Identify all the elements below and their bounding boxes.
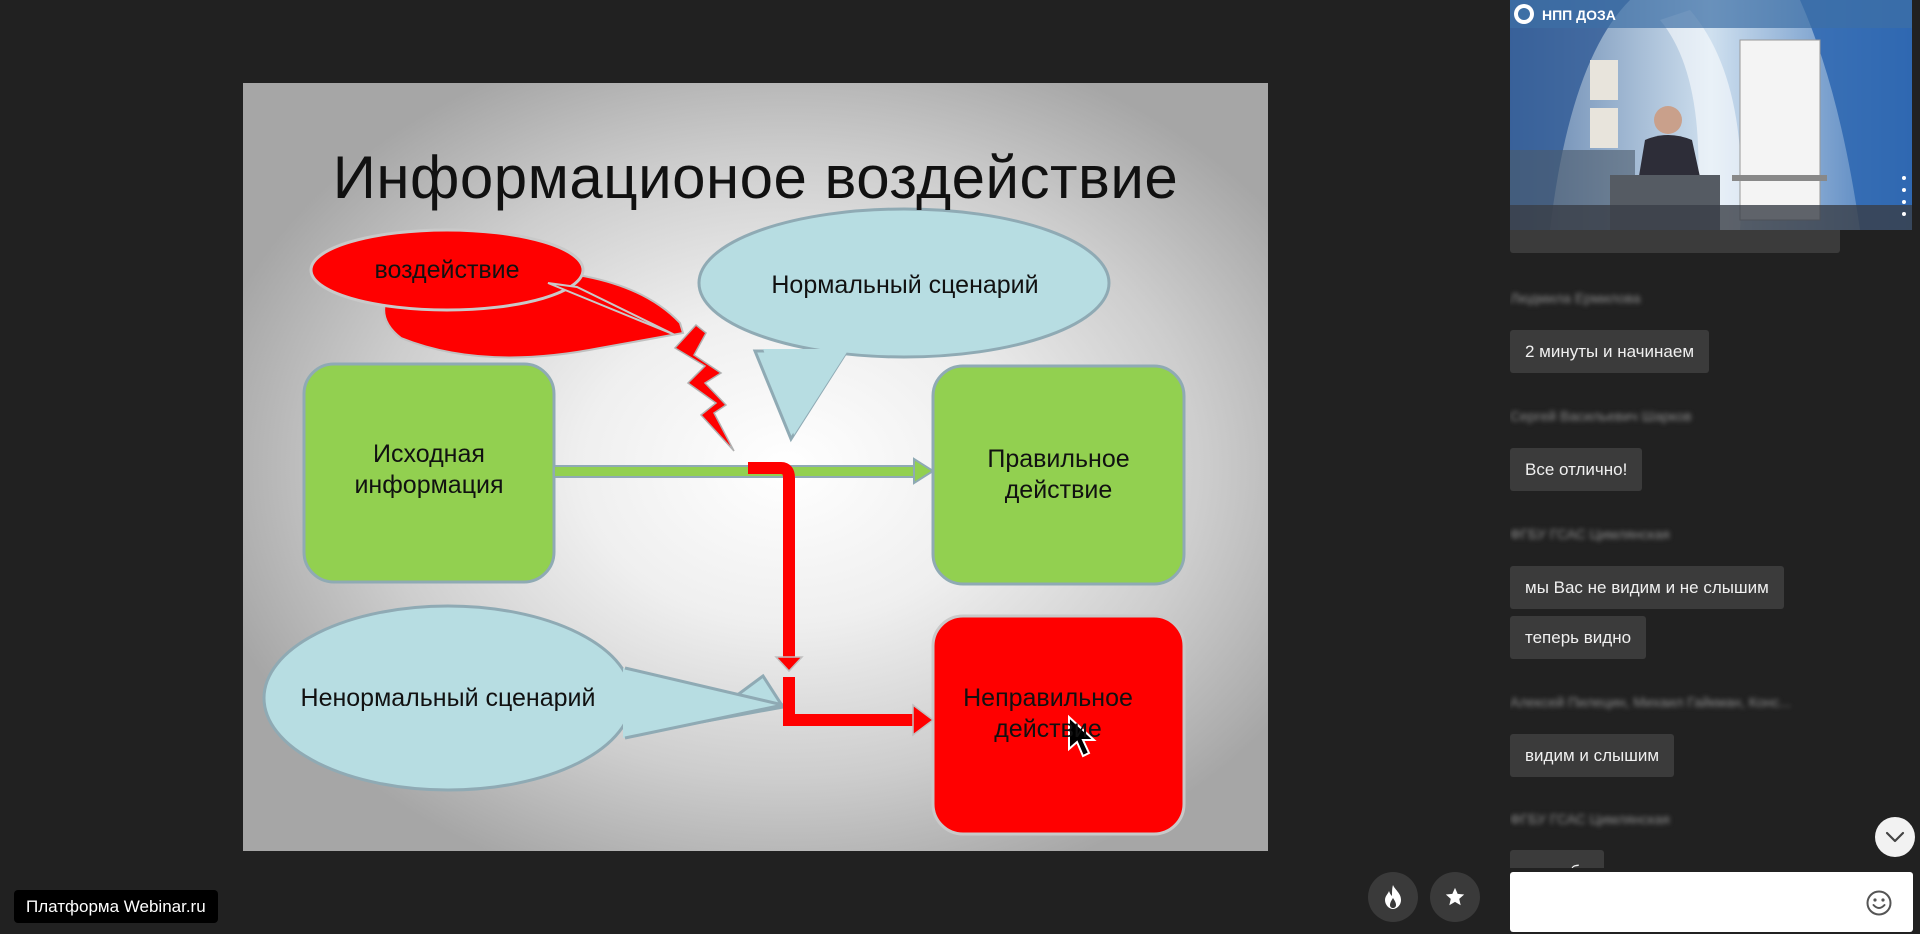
fire-reaction-button[interactable] (1368, 872, 1418, 922)
chat-message: теперь видно (1510, 616, 1647, 659)
star-icon (1445, 887, 1465, 906)
chat-message-list[interactable]: Людмила Ермилова 2 минуты и начинаем Сер… (1510, 0, 1920, 868)
chat-message: Все отлично! (1510, 448, 1643, 491)
label-wrong-action-line1: Неправильное (963, 684, 1133, 712)
video-banner: НПП ДОЗА (1542, 7, 1616, 23)
normal-scenario-tail-fill (763, 349, 849, 435)
chat-author: Людмила Ермилова (1510, 290, 1641, 306)
chat-panel: Людмила Ермилова 2 минуты и начинаем Сер… (1510, 0, 1920, 934)
red-arrow-down-head (774, 656, 804, 673)
green-arrow-shaft (553, 465, 917, 478)
impact-callout-tail (547, 282, 676, 336)
fire-icon (1385, 885, 1401, 909)
chat-author: ФГБУ ГСАС Цимлянская (1510, 526, 1670, 542)
red-arrow-right-head (912, 703, 935, 737)
lightning-icon (673, 323, 735, 452)
slide-title: Информационое воздействие (332, 144, 1179, 211)
label-source-info-line2: информация (354, 471, 504, 499)
chevron-down-icon (1885, 831, 1905, 843)
scroll-down-button[interactable] (1875, 817, 1915, 857)
impact-callout-bubble (309, 228, 585, 312)
chat-message: спасибо (1510, 850, 1605, 868)
slide-diagram (262, 207, 1186, 836)
normal-scenario-bubble (697, 207, 1111, 359)
mouse-cursor-icon (1068, 714, 1097, 758)
label-correct-action-line2: действие (1004, 476, 1113, 504)
chat-author: Сергей Васильевич Шарков (1510, 408, 1692, 424)
wrong-action-box (931, 614, 1186, 836)
label-wrong-action-line2: действие (994, 715, 1102, 743)
chat-message-input[interactable] (1510, 872, 1913, 932)
label-normal-scenario: Нормальный сценарий (771, 271, 1039, 299)
chat-message: 2 минуты и начинаем (1510, 330, 1710, 373)
label-impact: воздействие (374, 256, 520, 284)
label-abnormal-scenario: Ненормальный сценарий (300, 684, 596, 712)
correct-action-box (931, 364, 1186, 586)
presentation-slide: Информационое воздействие воздействие Но… (243, 83, 1268, 851)
chat-author: ФГБУ ГСАС Цимлянская (1510, 811, 1670, 827)
abnormal-scenario-tail-fill (623, 668, 783, 738)
video-frame: НПП ДОЗА (1510, 0, 1912, 230)
smile-icon (1866, 890, 1892, 916)
green-arrow-head (913, 457, 935, 485)
label-correct-action: Правильное действие (933, 444, 1184, 506)
chat-message: мы Вас не видим и не слышим (1510, 566, 1784, 609)
label-source-info-line1: Исходная (373, 440, 485, 468)
star-reaction-button[interactable] (1430, 872, 1480, 922)
emoji-button[interactable] (1865, 889, 1893, 917)
label-source-info: Исходная информация (304, 439, 554, 501)
label-wrong-action: Неправильное действие (933, 683, 1163, 745)
chat-message: видим и слышим (1510, 734, 1675, 777)
chat-author: Алексей Пилецин, Михаил Гайкман, Конс... (1510, 694, 1792, 710)
speaker-video[interactable]: НПП ДОЗА (1510, 0, 1912, 230)
red-arrow-down (748, 462, 795, 659)
platform-brand[interactable]: Платформа Webinar.ru (14, 890, 218, 923)
label-correct-action-line1: Правильное (987, 445, 1130, 473)
red-arrow-right (783, 677, 915, 726)
